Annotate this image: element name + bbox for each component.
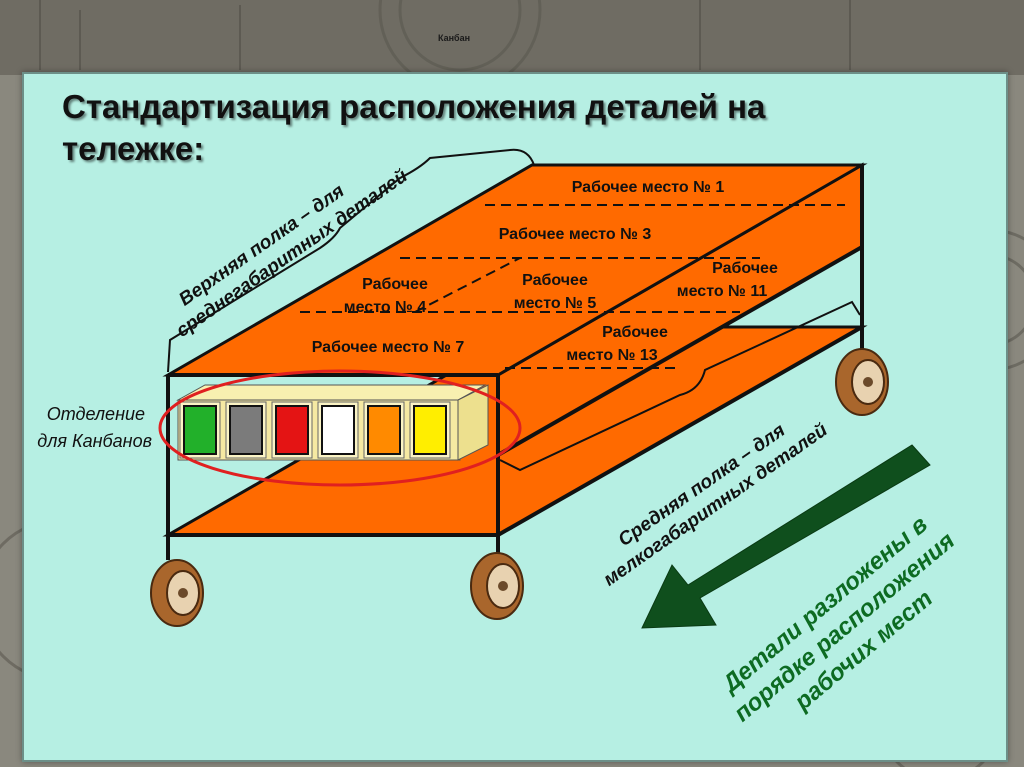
trolley-frame (166, 165, 864, 560)
kanban-card-green (183, 405, 217, 455)
workplace-1-label: Рабочее место № 1 (572, 179, 725, 196)
workplace-7-label: Рабочее место № 7 (312, 339, 465, 356)
workplace-4-label-1: Рабочее (362, 276, 428, 293)
workplace-13-label-2: место № 13 (566, 347, 657, 364)
title-line-1: Стандартизация расположения деталей на (62, 88, 766, 125)
kanban-card-white (321, 405, 355, 455)
workplace-11-label-2: место № 11 (677, 283, 768, 300)
slide-title: Стандартизация расположения деталей на т… (62, 86, 942, 170)
title-line-2: тележке: (62, 130, 205, 167)
kanban-label-2: для Канбанов (37, 431, 152, 451)
kanban-card-red (275, 405, 309, 455)
wheel-back-right (835, 348, 889, 416)
workplace-3-label: Рабочее место № 3 (499, 226, 652, 243)
workplace-5-label-2: место № 5 (514, 295, 597, 312)
workplace-11-label-1: Рабочее (712, 260, 778, 277)
workplace-separators (300, 204, 845, 369)
kanban-highlight-ellipse (158, 369, 522, 487)
wheel-front-right (470, 552, 524, 620)
kanban-card-orange (367, 405, 401, 455)
kanban-card-yellow (413, 405, 447, 455)
top-shelf-brace (167, 148, 535, 373)
order-arrow (641, 444, 931, 629)
workplace-5-label-1: Рабочее (522, 272, 588, 289)
header-badge: Канбан (437, 33, 471, 43)
kanban-label-1: Отделение (47, 404, 145, 424)
wheel-front-left (150, 559, 204, 627)
workplace-13-label-1: Рабочее (602, 324, 668, 341)
workplace-4-label-2: место № 4 (344, 299, 427, 316)
kanban-card-gray (229, 405, 263, 455)
kanban-compartment (176, 384, 489, 461)
middle-shelf-brace (499, 300, 861, 472)
